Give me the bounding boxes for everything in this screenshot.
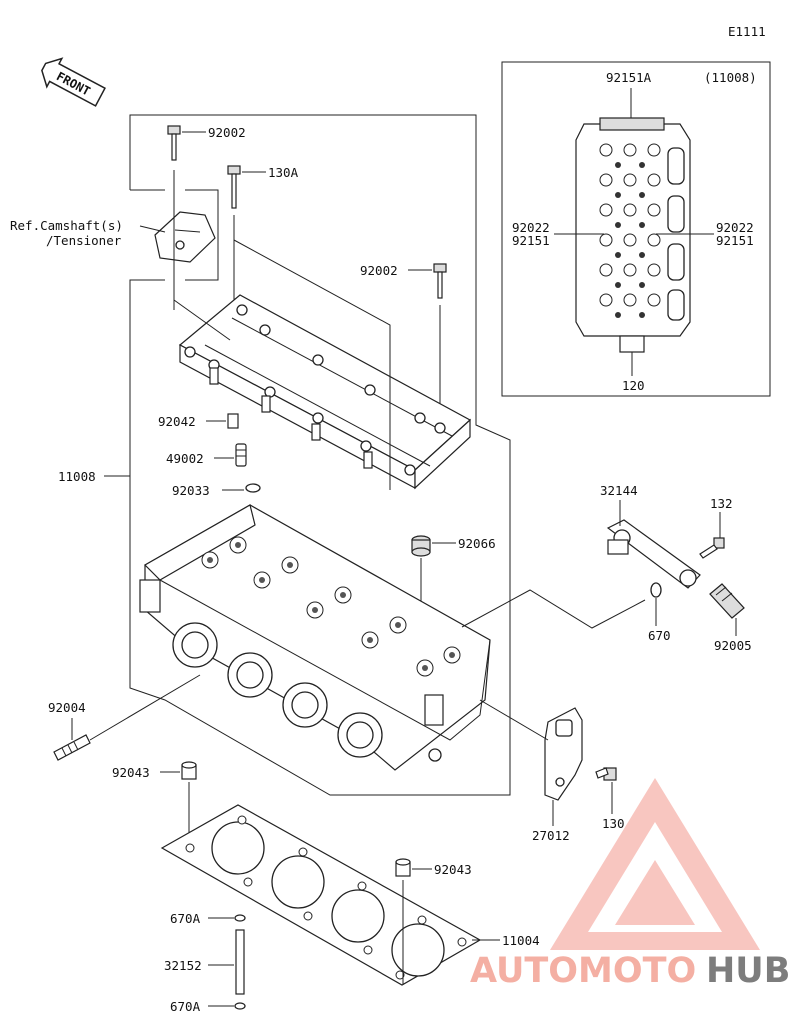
label-92043-top: 92043 [112, 765, 150, 780]
watermark-text: AUTOMOTO HUB [470, 951, 790, 991]
camshaft-ref-bracket [154, 211, 216, 263]
inset-bottom-label: 120 [622, 378, 645, 393]
oring-670A-top [234, 914, 246, 922]
bolt-132 [699, 537, 725, 559]
stud-92004 [53, 734, 91, 761]
grommet-92066 [411, 535, 431, 557]
label-670A-top: 670A [170, 911, 201, 926]
label-132: 132 [710, 496, 733, 511]
inset-right-label-1: 92022 [716, 220, 754, 235]
inset-left-label-1: 92022 [512, 220, 550, 235]
diagram-code: E1111 [728, 24, 766, 39]
label-92005: 92005 [714, 638, 752, 653]
label-130: 130 [602, 816, 625, 831]
bolt-130A [227, 165, 241, 209]
dowel-92043-mid [395, 858, 411, 877]
label-27012: 27012 [532, 828, 570, 843]
cylinder-head [139, 504, 491, 771]
oil-pipe-32144 [606, 519, 701, 589]
label-92066: 92066 [458, 536, 496, 551]
label-670A-bottom: 670A [170, 999, 201, 1014]
part-49002 [235, 443, 247, 467]
label-92004: 92004 [48, 700, 86, 715]
label-11008: 11008 [58, 469, 96, 484]
camshaft-holder [178, 294, 472, 490]
ref-note-line2: /Tensioner [46, 233, 122, 248]
watermark-part2: HUB [706, 951, 790, 991]
label-49002: 49002 [166, 451, 204, 466]
inset-box [501, 61, 771, 397]
reference-frame [129, 114, 511, 796]
label-32144: 32144 [600, 483, 638, 498]
oring-670 [650, 582, 662, 598]
inset-left-label-2: 92151 [512, 233, 550, 248]
bolt-92002-top [167, 125, 181, 161]
plug-92005 [709, 583, 745, 619]
dowel-92042 [227, 413, 239, 429]
watermark-part1: AUTOMOTO [470, 951, 696, 991]
ref-note-line1: Ref.Camshaft(s) [10, 218, 123, 233]
label-92033: 92033 [172, 483, 210, 498]
dowel-92043-top [181, 761, 197, 780]
head-gasket-11004 [160, 804, 482, 986]
circlip-92033 [245, 483, 261, 493]
label-670: 670 [648, 628, 671, 643]
bolt-92002-right [433, 263, 447, 299]
pipe-32152 [235, 929, 245, 995]
label-92042: 92042 [158, 414, 196, 429]
inset-assembly-ref: (11008) [704, 70, 757, 85]
label-130A: 130A [268, 165, 299, 180]
label-11004: 11004 [502, 933, 540, 948]
label-92043-mid: 92043 [434, 862, 472, 877]
label-92002-top: 92002 [208, 125, 246, 140]
inset-top-label: 92151A [606, 70, 652, 85]
bolt-130 [595, 767, 617, 781]
watermark-logo-icon [550, 778, 760, 950]
bracket-27012 [544, 707, 583, 801]
label-92002-right: 92002 [360, 263, 398, 278]
oring-670A-bottom [234, 1002, 246, 1010]
inset-right-label-2: 92151 [716, 233, 754, 248]
front-arrow-icon: FRONT [41, 57, 106, 107]
label-32152: 32152 [164, 958, 202, 973]
